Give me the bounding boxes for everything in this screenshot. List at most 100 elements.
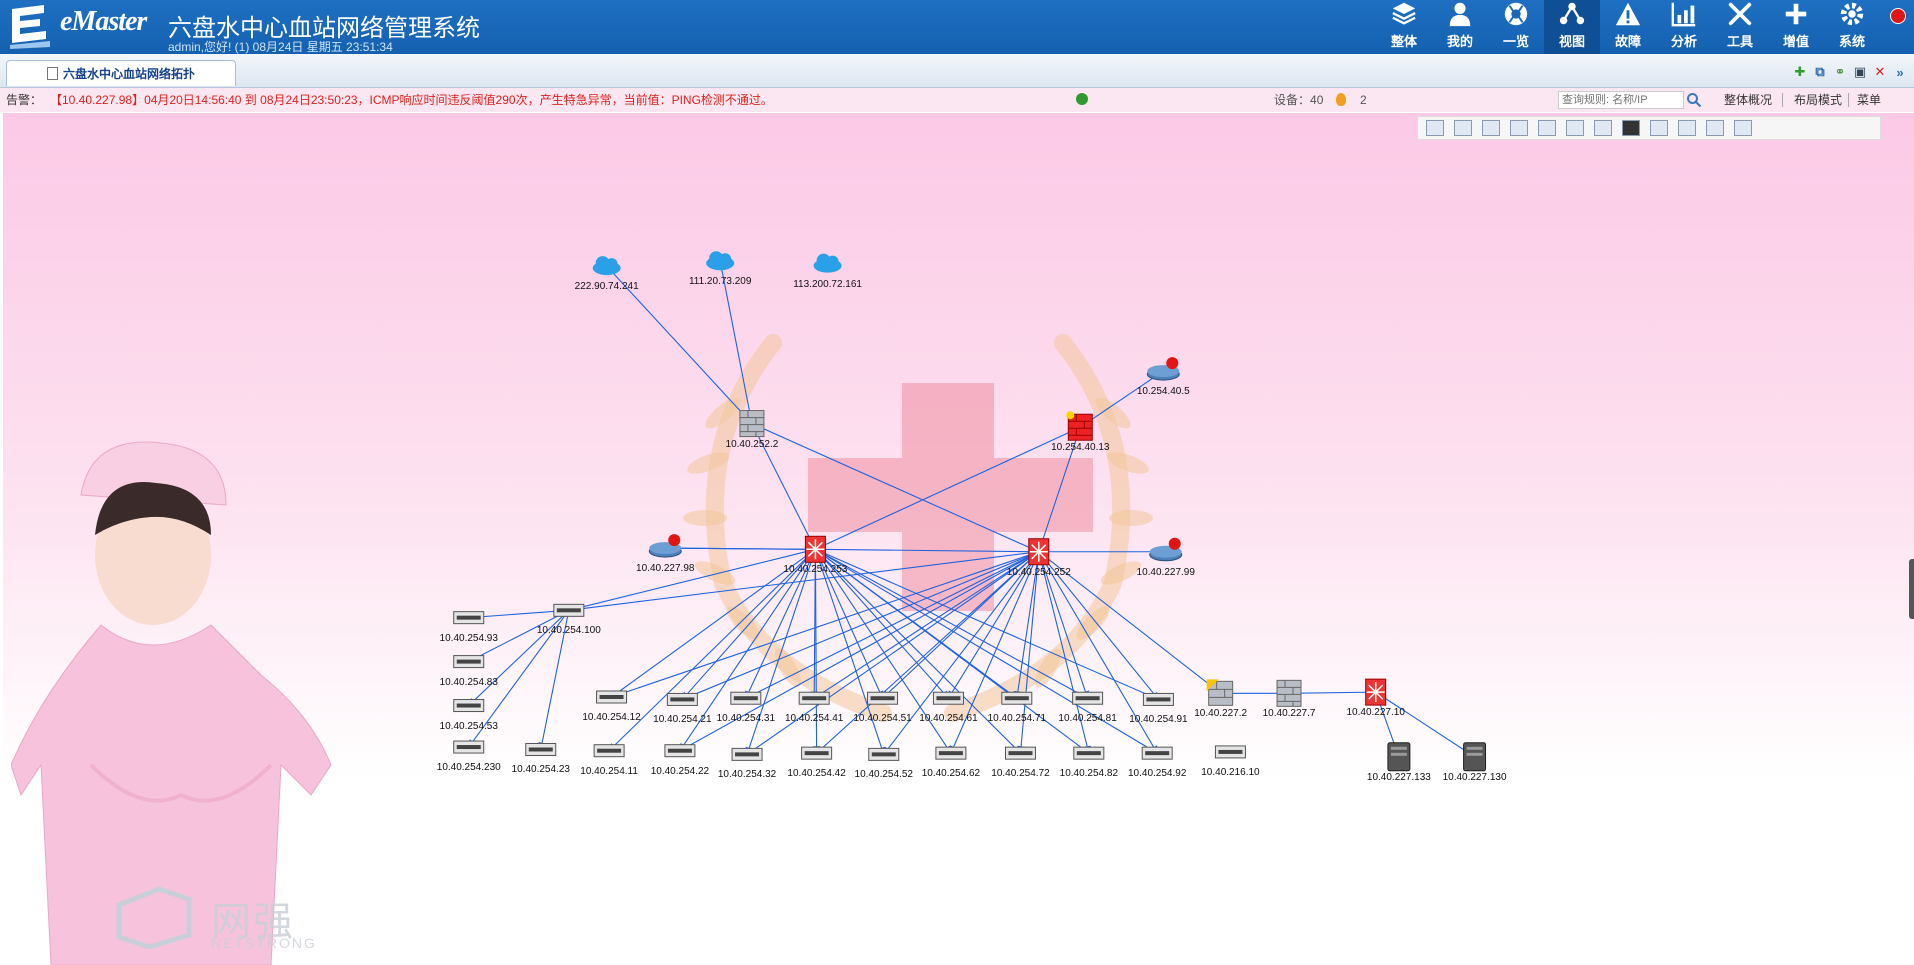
- link-core1-s21[interactable]: [681, 548, 816, 701]
- node-cloud-icon[interactable]: [592, 256, 621, 276]
- nav-item-3[interactable]: 视图: [1544, 0, 1600, 54]
- link-core1-s100[interactable]: [568, 548, 816, 613]
- node-label[interactable]: 10.40.254.31: [716, 713, 776, 725]
- link-fw2-rt1[interactable]: [1079, 370, 1164, 428]
- link-core1-s22[interactable]: [679, 548, 816, 752]
- node-label[interactable]: 10.254.40.5: [1136, 386, 1190, 398]
- node-label[interactable]: 10.40.254.252: [1006, 566, 1071, 578]
- scroll-handle[interactable]: [1909, 559, 1914, 619]
- link-core2-s81[interactable]: [1038, 551, 1090, 699]
- node-switch-icon[interactable]: [731, 747, 763, 761]
- node-core-switch-icon[interactable]: [1028, 538, 1050, 566]
- nav-item-8[interactable]: 系统: [1824, 0, 1880, 54]
- link-core1-s61[interactable]: [814, 548, 949, 699]
- node-label[interactable]: 10.40.254.41: [784, 713, 844, 725]
- link-s100-s53[interactable]: [468, 609, 570, 707]
- node-switch-icon[interactable]: [664, 744, 696, 758]
- node-label[interactable]: 10.40.227.98: [636, 563, 695, 575]
- link-core1-s12[interactable]: [610, 548, 816, 698]
- link-core1-s91[interactable]: [815, 548, 1160, 701]
- node-label[interactable]: 10.40.254.11: [580, 765, 638, 777]
- link-core2-s100[interactable]: [568, 551, 1039, 614]
- alarm-lamp-icon[interactable]: [1890, 8, 1906, 24]
- node-label[interactable]: 10.40.254.253: [783, 564, 848, 576]
- node-core-switch-icon[interactable]: [804, 535, 826, 563]
- link-core2-s52[interactable]: [883, 551, 1040, 755]
- link-core1-s52[interactable]: [814, 549, 886, 756]
- node-label[interactable]: 10.40.254.81: [1058, 713, 1117, 725]
- link-s100-s83[interactable]: [468, 609, 570, 663]
- node-switch-icon[interactable]: [593, 744, 625, 758]
- link-core1-s82[interactable]: [815, 548, 1090, 754]
- node-label[interactable]: 222.90.74.241: [574, 281, 639, 293]
- link-icon[interactable]: ⚭: [1834, 64, 1846, 79]
- forward-icon[interactable]: »: [1896, 64, 1904, 80]
- center-icon[interactable]: [1678, 120, 1696, 136]
- node-switch-icon[interactable]: [453, 655, 485, 669]
- link-core2-fw2[interactable]: [1038, 426, 1082, 552]
- node-switch-icon[interactable]: [453, 611, 485, 625]
- node-label[interactable]: 10.40.227.10: [1346, 707, 1405, 719]
- link-c22710-sv130[interactable]: [1375, 691, 1476, 758]
- text-icon[interactable]: [1594, 120, 1612, 136]
- link-core2-s61[interactable]: [947, 551, 1040, 699]
- node-switch-icon[interactable]: [868, 747, 900, 761]
- add-icon[interactable]: ✚: [1794, 64, 1806, 79]
- node-switch-icon[interactable]: [596, 690, 628, 704]
- link-core1-s92[interactable]: [815, 548, 1158, 754]
- node-label[interactable]: 10.40.254.51: [853, 713, 912, 725]
- link-core1-s31[interactable]: [745, 549, 816, 699]
- node-label[interactable]: 10.40.254.22: [650, 765, 710, 777]
- save-icon[interactable]: ▣: [1853, 64, 1867, 79]
- link-core1-s72[interactable]: [815, 548, 1022, 754]
- search-input[interactable]: [1558, 91, 1684, 109]
- node-router-alarm-icon[interactable]: [648, 534, 682, 558]
- link-fw1-c2[interactable]: [717, 260, 753, 424]
- unlink-nodes-icon[interactable]: [1538, 120, 1556, 136]
- node-switch-icon[interactable]: [1142, 692, 1174, 706]
- node-label[interactable]: 10.40.254.61: [919, 713, 978, 725]
- share-icon[interactable]: ⧉: [1815, 64, 1825, 79]
- link-core1-s11[interactable]: [608, 548, 816, 752]
- link-core1-s42[interactable]: [812, 549, 821, 754]
- node-label[interactable]: 10.40.254.62: [921, 768, 981, 780]
- link-core2-s12[interactable]: [610, 551, 1039, 699]
- nav-item-7[interactable]: 增值: [1768, 0, 1824, 54]
- search-icon[interactable]: [1686, 92, 1702, 108]
- link-core2-s51[interactable]: [881, 551, 1040, 699]
- node-label[interactable]: 10.40.254.12: [582, 711, 641, 723]
- node-label[interactable]: 10.40.254.93: [439, 632, 498, 644]
- node-switch-icon[interactable]: [525, 742, 557, 756]
- node-cloud-icon[interactable]: [706, 251, 735, 271]
- background-icon[interactable]: [1622, 120, 1640, 136]
- node-switch-icon[interactable]: [1214, 745, 1246, 759]
- node-core-switch-icon[interactable]: [1365, 678, 1387, 706]
- node-label[interactable]: 10.40.254.23: [511, 764, 570, 776]
- node-firewall-yellow-icon[interactable]: [1206, 679, 1234, 706]
- node-label[interactable]: 10.40.227.133: [1366, 771, 1431, 783]
- link-core2-s41[interactable]: [813, 551, 1040, 699]
- node-label[interactable]: 111.20.73.209: [688, 276, 752, 288]
- link-core1-r98[interactable]: [664, 544, 816, 552]
- nav-item-5[interactable]: 分析: [1656, 0, 1712, 54]
- link-f2277-c22710[interactable]: [1289, 688, 1377, 697]
- node-label[interactable]: 10.40.227.7: [1262, 708, 1316, 720]
- node-switch-icon[interactable]: [553, 603, 585, 617]
- link-core2-s82[interactable]: [1038, 551, 1091, 754]
- node-server-icon[interactable]: [1387, 742, 1411, 772]
- node-label[interactable]: 10.40.254.42: [787, 768, 846, 780]
- link-core1-core2[interactable]: [815, 547, 1040, 556]
- eye-icon[interactable]: [1566, 120, 1584, 136]
- node-label[interactable]: 10.40.254.91: [1129, 714, 1188, 726]
- node-router-alarm-icon[interactable]: [1146, 357, 1180, 381]
- link-core2-s21[interactable]: [681, 551, 1039, 701]
- node-switch-icon[interactable]: [1141, 746, 1173, 760]
- node-router-alarm-icon[interactable]: [1149, 537, 1183, 562]
- link-core1-fw1[interactable]: [751, 422, 816, 550]
- tab-topology[interactable]: 六盘水中心血站网络拓扑: [6, 60, 236, 86]
- node-label[interactable]: 10.40.254.71: [987, 713, 1047, 725]
- node-firewall-icon[interactable]: [739, 410, 765, 438]
- link-core2-f2272[interactable]: [1038, 551, 1222, 694]
- node-switch-icon[interactable]: [867, 691, 899, 705]
